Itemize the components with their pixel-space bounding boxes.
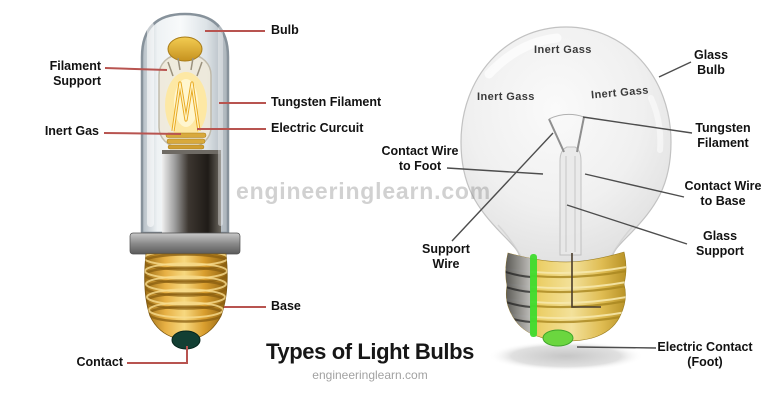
capsule-coils [165,132,207,150]
capsule-gold-tip [167,36,203,62]
label-electric-circuit: Electric Curcuit [271,121,364,135]
metal-stem [162,150,221,233]
left-leader-lines [103,30,266,364]
label-filament-support: Filament Support [49,59,101,88]
screw-base-dark-half [505,252,531,341]
label-tungsten-filament-right: Tungsten Filament [695,121,751,150]
bulb-gloss-right [648,95,664,153]
screw-base-threads [505,252,626,341]
leader-support-wire [451,132,554,242]
base-flange [129,232,241,255]
label-base: Base [271,299,301,313]
label-glass-bulb: Glass Bulb [693,48,729,77]
filament-wire [548,113,585,120]
leader-contact-wire-to-base [584,173,685,198]
support-wire-left [548,118,565,153]
label-contact: Contact [76,355,123,369]
right-leader-lines [446,61,693,349]
label-electric-contact-foot: Electric Contact (Foot) [657,340,753,369]
leader-contact [127,346,188,364]
glass-highlight-right [218,26,223,226]
label-contact-wire-to-foot: Contact Wire to Foot [381,144,459,173]
tubular-bulb-illustration [129,12,241,350]
filament-support-wires [167,57,203,77]
leader-glass-support [566,204,688,245]
glass-highlight-left [147,22,154,227]
label-inert-gas: Inert Gas [44,124,99,138]
bulb-shadow [488,341,644,371]
leader-contact-wire-to-foot [446,167,544,175]
contact-wire-to-base-wire [571,253,601,308]
contact-wire-right [576,116,585,153]
leader-electric-contact [576,346,657,349]
label-bulb: Bulb [271,23,299,37]
label-inert-gass-left: Inert Gass [477,91,535,103]
leader-filament-support [104,67,168,71]
watermark-text: engineeringlearn.com [236,178,492,204]
tungsten-filament-highlight [172,82,200,132]
glass-bulb-body [460,26,672,263]
green-stripe [530,254,537,337]
stem-inner-tube [565,156,576,252]
label-tungsten-filament: Tungsten Filament [271,95,382,109]
page-title: Types of Light Bulbs [266,339,474,364]
bulb-gloss-left [484,33,562,79]
stem-top-edge [162,150,221,154]
label-inert-gass-top: Inert Gass [534,44,592,56]
site-credit: engineeringlearn.com [312,368,428,382]
leader-inert-gas [103,132,182,135]
leader-glass-bulb [658,61,692,78]
leader-tungsten-filament-right [582,116,693,134]
label-glass-support: Glass Support [696,229,744,258]
label-support-wire: Support Wire [422,242,470,271]
glass-stem [559,146,582,256]
label-contact-wire-to-base: Contact Wire to Base [684,179,762,208]
electric-contact-foot [542,329,574,347]
brass-threads [144,254,228,323]
round-bulb-illustration [460,26,672,371]
